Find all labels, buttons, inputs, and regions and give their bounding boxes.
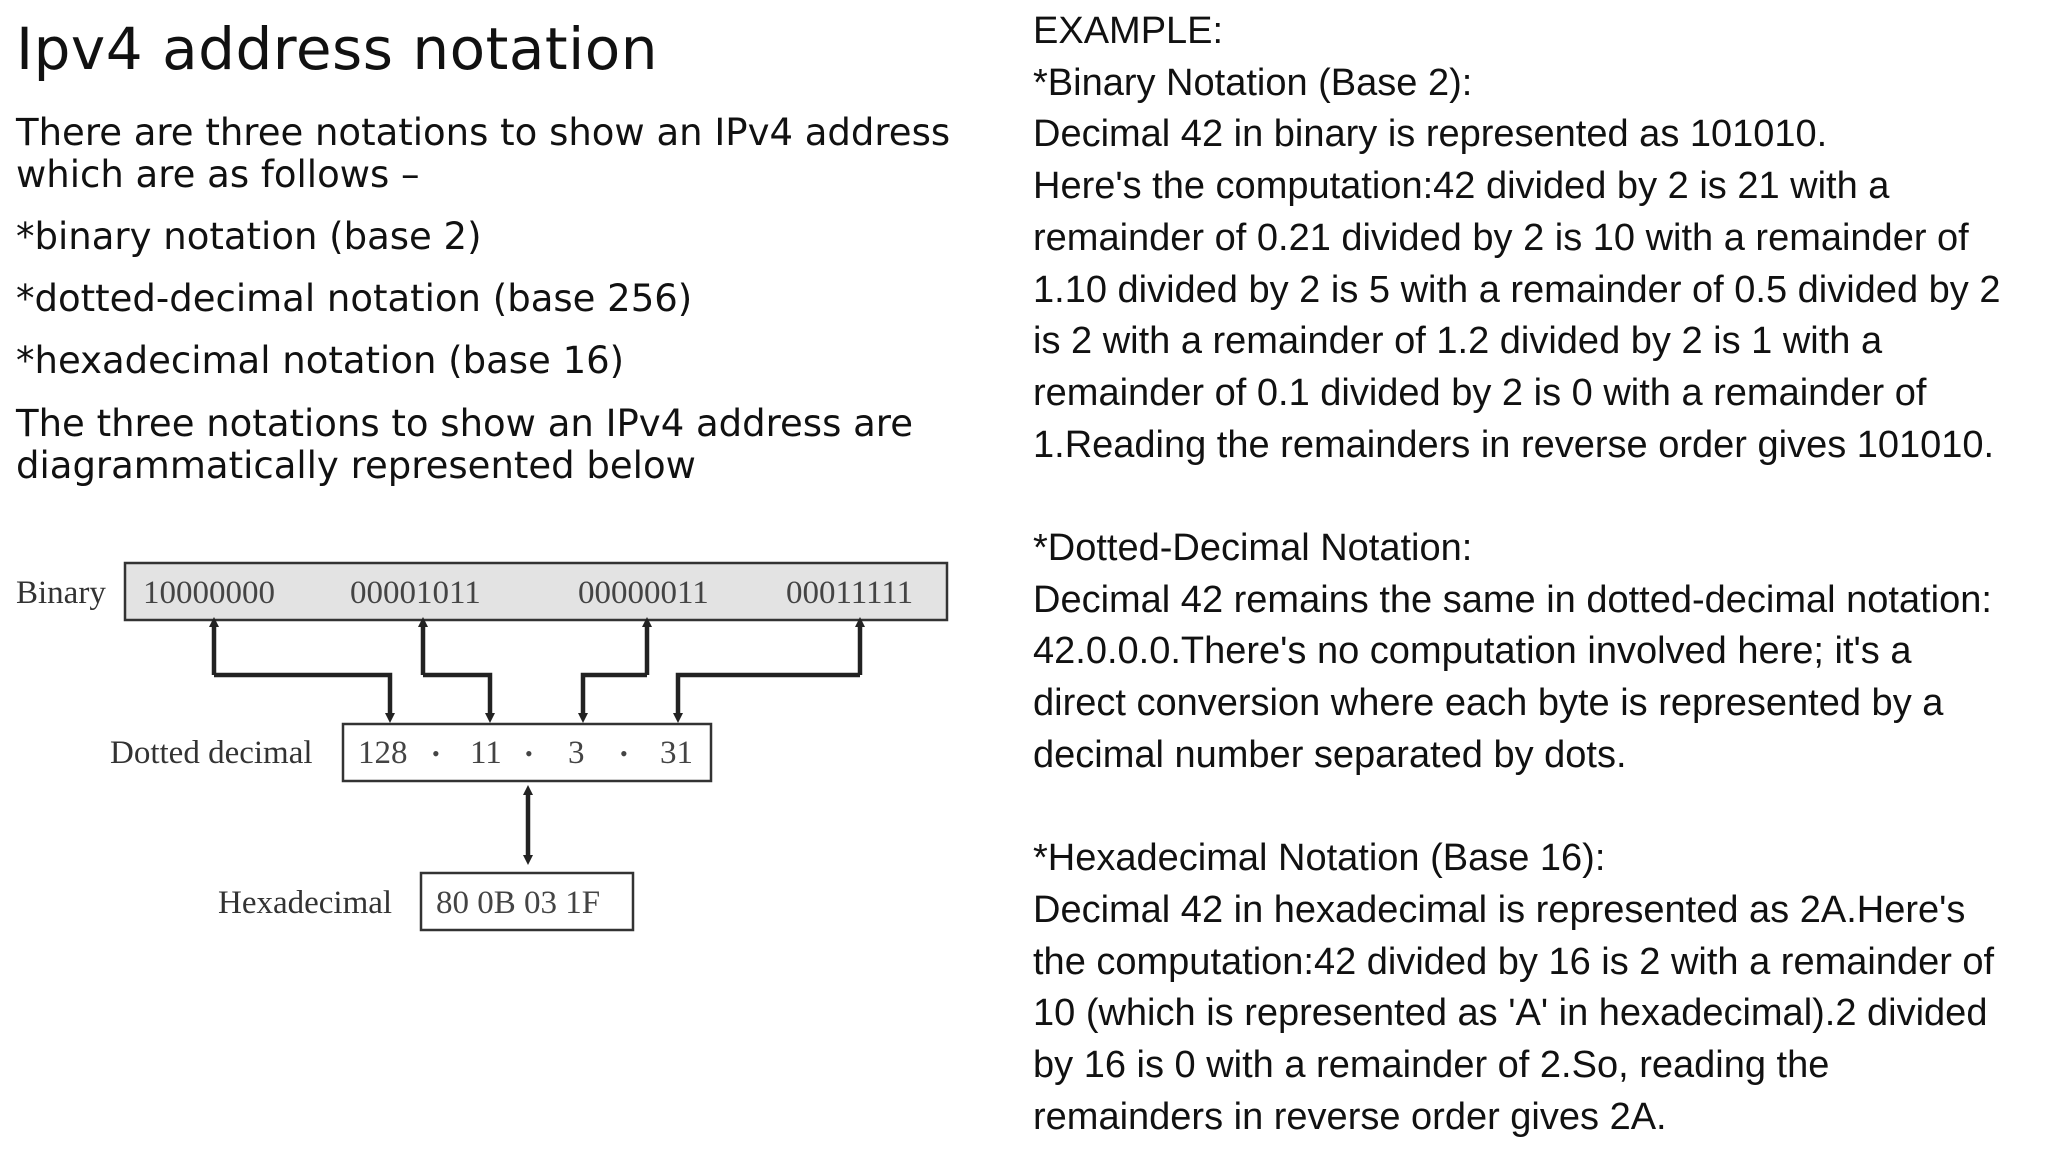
hexadecimal-label: Hexadecimal (218, 885, 392, 921)
binary-octet-2: 00001011 (350, 575, 481, 611)
binary-example-line: Decimal 42 in binary is represented as 1… (1033, 113, 1828, 156)
binary-box (123, 561, 949, 622)
binary-octet-4: 00011111 (786, 575, 913, 611)
hex-example-line: by 16 is 0 with a remainder of 2.So, rea… (1033, 1044, 1830, 1087)
hex-example-line: remainders in reverse order gives 2A. (1033, 1095, 1667, 1138)
dotted-value-1: 128 (358, 735, 408, 771)
hex-example-line: the computation:42 divided by 16 is 2 wi… (1033, 940, 1995, 983)
dotted-decimal-box (341, 722, 713, 783)
binary-octet-1: 10000000 (143, 575, 275, 611)
dotted-example-line: direct conversion where each byte is rep… (1033, 682, 1944, 725)
connector-arrow-2-down (423, 672, 495, 723)
binary-example-line: remainder of 0.1 divided by 2 is 0 with … (1033, 371, 1927, 414)
notation-diagram: Binary 10000000 00001011 00000011 000111… (16, 561, 949, 932)
binary-example-line: Here's the computation:42 divided by 2 i… (1033, 165, 1890, 208)
dotted-value-2: 11 (470, 735, 502, 771)
intro-text: There are three notations to show an IPv… (16, 111, 951, 196)
binary-example-line: 1.Reading the remainders in reverse orde… (1033, 423, 1995, 466)
spacer (1033, 471, 2043, 523)
binary-example-line: remainder of 0.21 divided by 2 is 10 wit… (1033, 216, 1969, 259)
binary-label: Binary (16, 575, 106, 611)
dotted-separator-1: • (432, 741, 440, 766)
hex-example-line: 10 (which is represented as 'A' in hexad… (1033, 992, 1988, 1035)
binary-example-heading: *Binary Notation (Base 2): (1033, 61, 1473, 104)
spacer (1033, 782, 2043, 834)
dotted-example-line: Decimal 42 remains the same in dotted-de… (1033, 578, 1992, 621)
connector-arrow-4-down (673, 672, 860, 723)
hexadecimal-value: 80 0B 03 1F (436, 885, 600, 921)
binary-example-line: is 2 with a remainder of 1.2 divided by … (1033, 320, 1883, 363)
bullet-binary: *binary notation (base 2) (16, 215, 482, 258)
binary-octet-3: 00000011 (578, 575, 709, 611)
dotted-separator-3: • (620, 741, 628, 766)
connector-arrow-3-down (578, 672, 647, 723)
binary-example-line: 1.10 divided by 2 is 5 with a remainder … (1033, 268, 2001, 311)
dotted-separator-2: • (525, 741, 533, 766)
bullet-dotted-decimal: *dotted-decimal notation (base 256) (16, 277, 693, 320)
example-heading: EXAMPLE: (1033, 10, 1224, 52)
hexadecimal-box (419, 871, 635, 932)
dotted-example-line: 42.0.0.0.There's no computation involved… (1033, 630, 1912, 673)
connector-arrow-1-down (214, 672, 395, 723)
outro-text: The three notations to show an IPv4 addr… (16, 402, 913, 487)
hex-example-heading: *Hexadecimal Notation (Base 16): (1033, 837, 1606, 880)
dotted-decimal-label: Dotted decimal (110, 735, 313, 771)
dotted-example-heading: *Dotted-Decimal Notation: (1033, 527, 1473, 570)
hex-example-line: Decimal 42 in hexadecimal is represented… (1033, 888, 1966, 931)
bullet-hexadecimal: *hexadecimal notation (base 16) (16, 339, 625, 382)
dotted-example-line: decimal number separated by dots. (1033, 733, 1627, 776)
left-column: Ipv4 address notation There are three no… (16, 10, 1016, 487)
dotted-value-3: 3 (568, 735, 585, 771)
dotted-value-4: 31 (660, 735, 693, 771)
page-title: Ipv4 address notation (16, 15, 659, 83)
binary-dotted-connectors (209, 617, 865, 723)
example-column: EXAMPLE: *Binary Notation (Base 2): Deci… (1033, 6, 2043, 1143)
